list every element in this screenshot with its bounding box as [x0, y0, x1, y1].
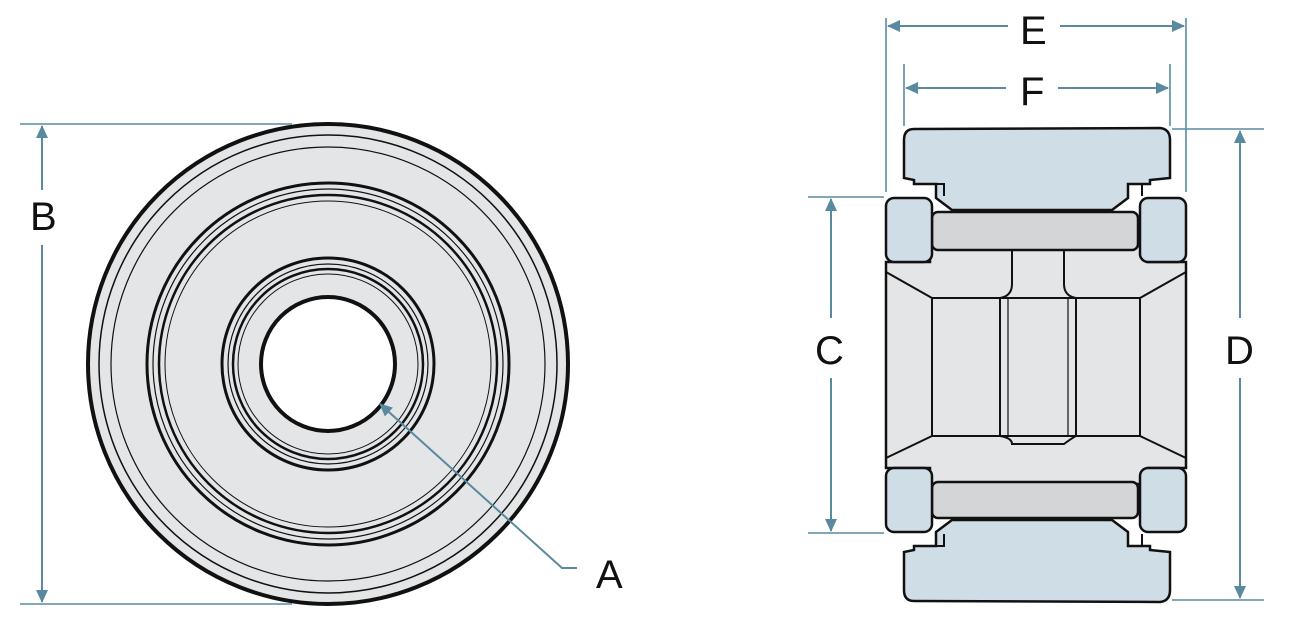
outer-ring-bottom: [902, 518, 1172, 604]
label-e: E: [1020, 9, 1047, 53]
inner-ring-step2: [231, 267, 425, 461]
leader-a: [379, 403, 577, 569]
shield-ring-outer: [145, 181, 511, 547]
label-f: F: [1020, 70, 1044, 114]
bore: [259, 295, 397, 433]
outer-ring-edge: [110, 146, 546, 582]
lube-groove: [999, 246, 1077, 445]
cage-detail-bottom: [930, 534, 1143, 547]
shield-ring-inner: [157, 193, 499, 535]
section-view: E F C D: [808, 9, 1264, 604]
side-roller-bottom-left: [884, 466, 934, 534]
outer-ring-chamfer: [98, 134, 558, 594]
shield-ring-mid: [152, 188, 504, 540]
needle-roller-bottom: [930, 480, 1140, 520]
label-a: A: [596, 553, 623, 597]
front-view: A B: [20, 122, 623, 606]
inner-ring-outer: [220, 256, 436, 472]
cage-detail-top: [930, 183, 1143, 196]
outer-ring-top: [902, 126, 1172, 212]
label-d: D: [1225, 329, 1254, 373]
side-roller-top-left: [884, 196, 934, 264]
side-roller-bottom-right: [1138, 466, 1188, 534]
inner-ring-step1: [227, 263, 429, 465]
needle-roller-top: [930, 210, 1140, 252]
inner-ring-step3: [237, 273, 419, 455]
inner-ring-raceway: [885, 271, 1187, 459]
label-b: B: [30, 195, 57, 239]
side-roller-top-right: [1138, 196, 1188, 264]
shield-ring-face: [164, 200, 492, 528]
label-c: C: [815, 329, 844, 373]
